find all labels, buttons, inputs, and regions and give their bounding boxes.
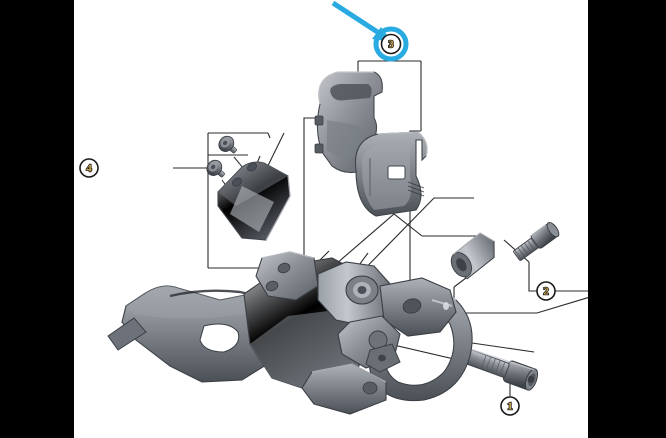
- callout-2-circle: [536, 281, 556, 301]
- letterbox-right: [588, 0, 666, 438]
- leader-derailleur-right: [471, 342, 535, 353]
- diagram-canvas: 3 3 2 2 1 1 4 4: [74, 0, 588, 438]
- callout-1-number: 1: [507, 401, 513, 413]
- cable-fixing-washer: [450, 232, 495, 280]
- letterbox-left: [0, 0, 74, 438]
- callout-1-circle: [500, 396, 520, 416]
- callout-2[interactable]: 2 2: [536, 281, 556, 301]
- leader-callout-4-screw-upper: [267, 132, 271, 139]
- highlight-arrow-shaft: [331, 0, 381, 36]
- clamp-fixing-bolt: [462, 347, 539, 391]
- highlight-arrow: [331, 0, 392, 42]
- callout-1-number-outline: 1: [507, 401, 513, 413]
- callout-4-circle: [79, 158, 99, 178]
- callout-3-number-outline: 3: [388, 39, 394, 51]
- callout-2-number-outline: 2: [543, 286, 549, 298]
- callout-1[interactable]: 1 1: [500, 396, 520, 416]
- cable-fixing-bolt: [513, 222, 560, 261]
- clamp-band-adapter-shim-lower: [354, 131, 428, 217]
- front-derailleur-body: [107, 251, 457, 415]
- highlight-ring: [373, 26, 409, 62]
- exploded-diagram-svg: 3 3 2 2 1 1 4 4: [79, 0, 588, 416]
- leader-callout-4: [173, 132, 316, 269]
- leader-washer-pointer: [313, 213, 423, 284]
- callout-3-number: 3: [388, 39, 394, 51]
- callout-3[interactable]: 3 3: [380, 33, 402, 55]
- support-bracket: [217, 161, 291, 241]
- callout-2-number: 2: [543, 286, 549, 298]
- callout-4[interactable]: 4 4: [79, 158, 99, 178]
- callout-4-number-outline: 4: [86, 163, 92, 175]
- callout-4-number: 4: [86, 163, 92, 175]
- callout-3-circle: [380, 33, 402, 55]
